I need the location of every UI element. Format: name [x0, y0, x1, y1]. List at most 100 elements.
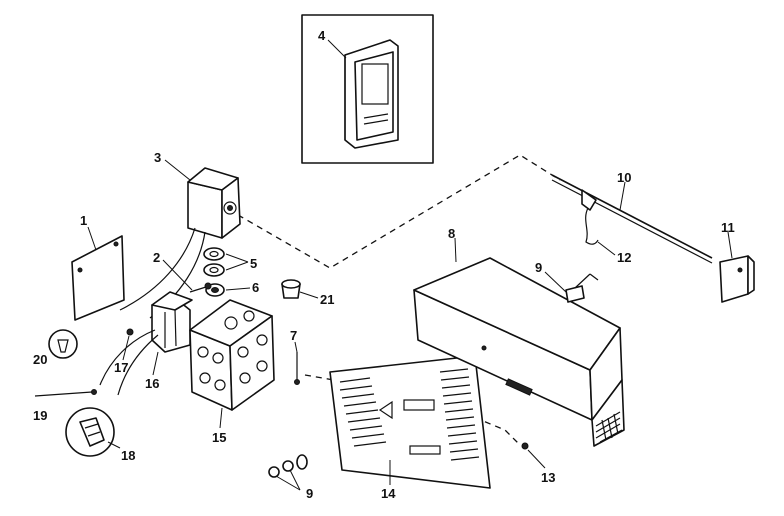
wire-nut-large [79, 417, 105, 447]
callout-11: 11 [721, 220, 735, 235]
callout-3: 3 [154, 150, 161, 165]
cover-plate-screw [113, 241, 119, 247]
wire-nut-ridge [87, 431, 101, 437]
callout-5: 5 [250, 256, 257, 271]
callout-15: 15 [212, 430, 226, 445]
locknut [209, 266, 219, 274]
callout-21: 21 [320, 292, 334, 307]
callout-7: 7 [290, 328, 297, 343]
callout-9-bottom: 9 [306, 486, 313, 501]
knockout [214, 379, 226, 391]
dashed-connector-thermostat [237, 154, 561, 269]
relay-box-front [187, 181, 223, 239]
screws-9-bottom [268, 454, 308, 478]
rod-shaft [551, 174, 713, 259]
detail-circle [48, 329, 78, 359]
cover-plate [71, 235, 125, 321]
junction-box [189, 299, 275, 411]
screw-7 [294, 352, 300, 385]
thermostat-inset [301, 14, 434, 164]
knockout [256, 334, 268, 346]
bushing-hole [211, 287, 219, 293]
panel-text-block [339, 377, 387, 447]
wire-end [91, 389, 97, 395]
control-panel [329, 355, 491, 489]
panel-triangle [378, 400, 393, 420]
callout-20: 20 [33, 352, 47, 367]
transformer-leads [99, 329, 159, 396]
locknut [203, 263, 225, 277]
panel-slot [409, 445, 441, 455]
cabinet-vent [505, 378, 533, 396]
callout-19: 19 [33, 408, 47, 423]
screw-shank [189, 286, 207, 293]
callout-14: 14 [381, 486, 396, 501]
rod-shaft-edge [551, 179, 713, 264]
leader-lines [87, 39, 733, 491]
cabinet-housing [413, 257, 625, 447]
callout-17: 17 [114, 360, 128, 375]
wire-nut-ridge [84, 423, 99, 429]
relay-box [119, 167, 241, 319]
panel-label [403, 399, 435, 411]
knockout [224, 316, 238, 330]
wire-nut-icon [57, 339, 69, 353]
cabinet-grille [595, 411, 623, 443]
wire-nut-detail [48, 329, 78, 359]
screw-9 [268, 466, 280, 478]
callout-12: 12 [617, 250, 631, 265]
callout-10: 10 [617, 170, 631, 185]
plug-button [281, 279, 301, 299]
cover-plate-body [71, 235, 125, 321]
screw-head [204, 282, 212, 290]
cover-plate-screw [77, 267, 83, 273]
knockout [237, 346, 249, 358]
switch-9-top [565, 273, 599, 303]
transformer [99, 291, 193, 396]
junction-box-side [229, 315, 275, 411]
screw-7-head [294, 379, 300, 385]
screw [189, 282, 212, 293]
callout-8: 8 [448, 226, 455, 241]
bracket-flange [747, 255, 755, 295]
thermostat-slot [363, 113, 389, 119]
callout-6: 6 [252, 280, 259, 295]
relay-knockout [227, 205, 233, 211]
thermostat-slot [363, 119, 389, 125]
chain-12 [585, 207, 599, 245]
callout-18: 18 [121, 448, 135, 463]
knockout [239, 372, 251, 384]
knockout [243, 310, 255, 322]
callout-1: 1 [80, 213, 87, 228]
locknut [203, 247, 225, 261]
bracket-11 [719, 255, 755, 303]
knockout [212, 352, 224, 364]
switch-lever [574, 273, 599, 289]
bracket-hole [737, 267, 743, 273]
cabinet-hole [481, 345, 487, 351]
callout-13: 13 [541, 470, 555, 485]
connector-17 [126, 328, 134, 336]
transformer-top [151, 291, 193, 311]
rod-clip [581, 189, 597, 211]
callout-16: 16 [145, 376, 159, 391]
locknuts [203, 247, 225, 277]
knockout [256, 360, 268, 372]
relay-knockout [223, 201, 237, 215]
plug-top [281, 279, 301, 289]
knockout [197, 346, 209, 358]
bracket-body [719, 255, 749, 303]
callout-2: 2 [153, 250, 160, 265]
wire-nut-enlarged [65, 407, 115, 457]
panel-board [329, 355, 491, 489]
switch-body [565, 285, 585, 303]
callout-9-top: 9 [535, 260, 542, 275]
knockout [199, 372, 211, 384]
rod-10 [551, 174, 713, 264]
locknut [209, 250, 219, 258]
transformer-laminate [174, 309, 177, 347]
panel-text-block [439, 368, 480, 461]
callout-4: 4 [318, 28, 326, 43]
thermostat-face [354, 51, 394, 141]
screw-9 [282, 460, 294, 472]
